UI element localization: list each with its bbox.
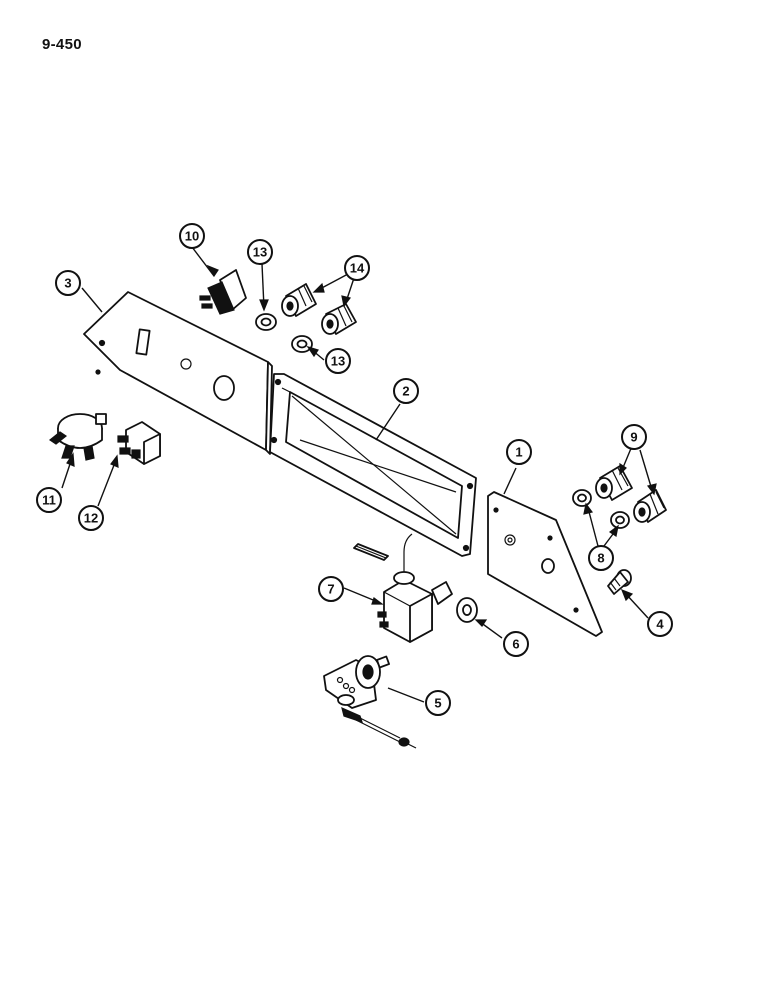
control-lever-bracket — [323, 655, 417, 749]
callout-8: 8 — [588, 545, 614, 571]
callout-7: 7 — [318, 576, 344, 602]
callout-13-lower-label: 13 — [331, 354, 345, 369]
callout-1: 1 — [506, 439, 532, 465]
callout-14: 14 — [344, 255, 370, 281]
callout-13-lower: 13 — [325, 348, 351, 374]
callout-11: 11 — [36, 487, 62, 513]
screw — [607, 569, 632, 595]
control-valve — [353, 533, 453, 643]
callout-6-label: 6 — [512, 637, 519, 652]
rocker-switch — [199, 269, 247, 315]
callout-10-label: 10 — [185, 229, 199, 244]
washer — [456, 597, 478, 623]
callout-6: 6 — [503, 631, 529, 657]
frame-gasket — [269, 373, 477, 557]
callout-2-label: 2 — [402, 384, 409, 399]
nut-upper — [255, 313, 277, 331]
blower-switch — [117, 421, 161, 465]
leader-lines — [61, 246, 657, 703]
right-panel — [487, 491, 603, 637]
callout-13-upper-label: 13 — [253, 245, 267, 260]
left-panel — [83, 291, 273, 455]
rotary-switch — [48, 413, 107, 461]
callout-5-label: 5 — [434, 696, 441, 711]
callout-9-label: 9 — [630, 430, 637, 445]
nuts — [572, 489, 630, 529]
callout-12: 12 — [78, 505, 104, 531]
callout-1-label: 1 — [515, 445, 522, 460]
callout-14-label: 14 — [350, 261, 365, 276]
callout-13-upper: 13 — [247, 239, 273, 265]
callout-8-label: 8 — [597, 551, 604, 566]
knobs-upper — [281, 283, 357, 335]
page-number: 9-450 — [42, 36, 82, 53]
callout-4-label: 4 — [656, 617, 664, 632]
nut-lower — [291, 335, 313, 353]
knobs — [595, 465, 667, 523]
callout-4: 4 — [647, 611, 673, 637]
callout-9: 9 — [621, 424, 647, 450]
callout-11-label: 11 — [42, 493, 56, 508]
callout-12-label: 12 — [84, 511, 98, 526]
callout-2: 2 — [393, 378, 419, 404]
callout-7-label: 7 — [327, 582, 334, 597]
callout-3-label: 3 — [64, 276, 71, 291]
callout-3: 3 — [55, 270, 81, 296]
callout-10: 10 — [179, 223, 205, 249]
callout-5: 5 — [425, 690, 451, 716]
